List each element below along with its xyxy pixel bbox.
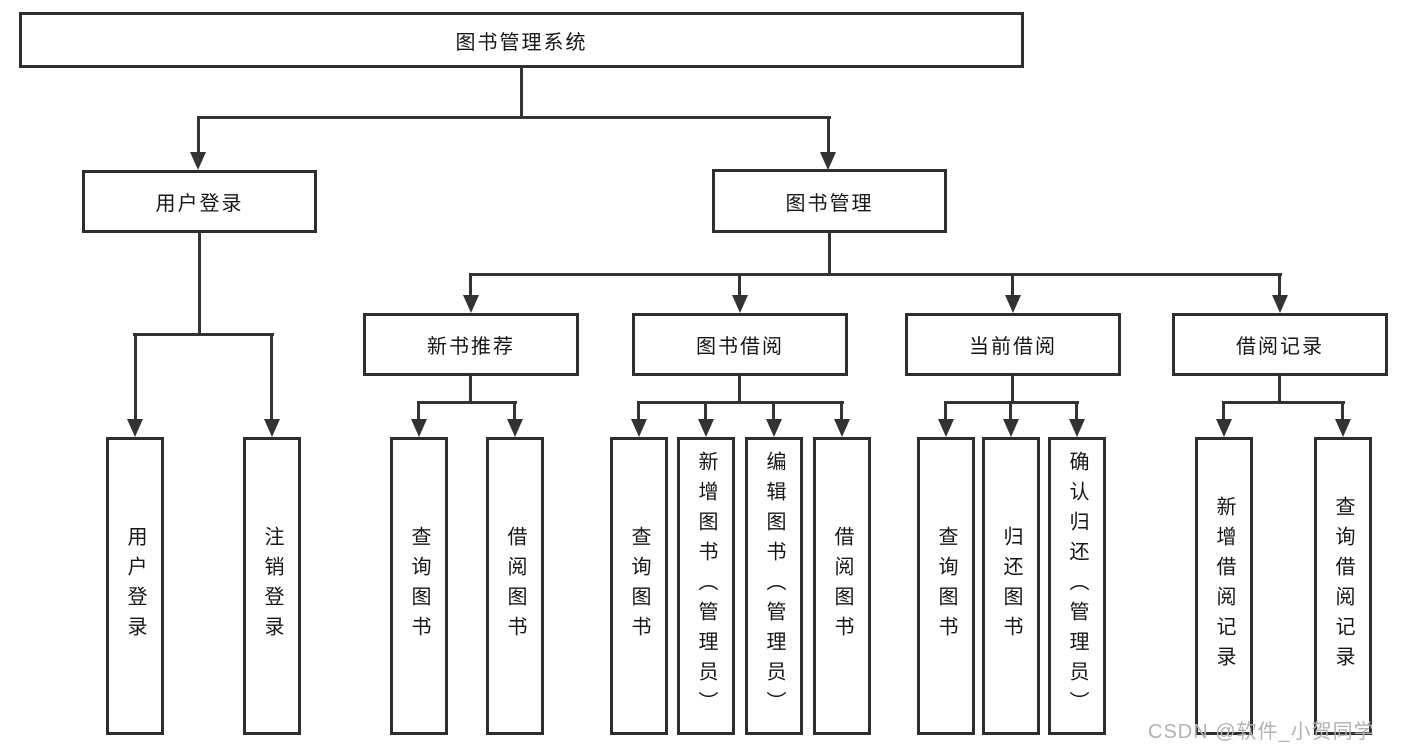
leaf-add-borrow-record: 新增借阅记录 [1195, 437, 1253, 735]
leaf-borrow-books-recommend: 借阅图书 [486, 437, 544, 735]
connector-level3-rail [469, 273, 1282, 276]
connector-drop [270, 333, 273, 421]
connector-drop [1011, 273, 1014, 297]
connector-drop [417, 401, 420, 421]
arrow-down-icon [1005, 295, 1021, 313]
connector-user-login-rail [133, 333, 274, 336]
connector-level2-rail [197, 116, 831, 119]
node-new-book-recommend: 新书推荐 [363, 313, 579, 376]
arrow-down-icon [631, 419, 647, 437]
arrow-down-icon [732, 295, 748, 313]
arrow-down-icon [1003, 419, 1019, 437]
connector-stem [738, 375, 741, 404]
connector-drop [738, 273, 741, 297]
leaf-query-books-borrowing: 查询图书 [610, 437, 668, 735]
connector-rail [1222, 401, 1345, 404]
connector-drop [469, 273, 472, 297]
arrow-down-icon [190, 152, 206, 170]
leaf-query-borrow-record: 查询借阅记录 [1314, 437, 1372, 735]
leaf-confirm-return-admin: 确认归还（管理员） [1048, 437, 1106, 735]
connector-drop [772, 401, 775, 421]
csdn-watermark: CSDN @软件_小贺同学 [1148, 721, 1375, 743]
arrow-down-icon [1335, 419, 1351, 437]
node-book-management: 图书管理 [712, 169, 947, 233]
arrow-down-icon [264, 419, 280, 437]
connector-drop [840, 401, 843, 421]
arrow-down-icon [820, 152, 836, 170]
connector-stem [1011, 375, 1014, 404]
connector-stem [469, 375, 472, 404]
connector-drop [1341, 401, 1344, 421]
arrow-down-icon [507, 419, 523, 437]
arrow-down-icon [1069, 419, 1085, 437]
arrow-down-icon [834, 419, 850, 437]
arrow-down-icon [127, 419, 143, 437]
node-current-borrowing: 当前借阅 [905, 313, 1121, 376]
connector-drop [637, 401, 640, 421]
node-user-login: 用户登录 [82, 170, 317, 233]
arrow-down-icon [938, 419, 954, 437]
connector-rail [637, 401, 844, 404]
arrow-down-icon [1272, 295, 1288, 313]
connector-drop [944, 401, 947, 421]
leaf-logout-login: 注销登录 [243, 437, 301, 735]
connector-drop [1075, 401, 1078, 421]
leaf-edit-book-admin: 编辑图书（管理员） [745, 437, 803, 735]
arrow-down-icon [766, 419, 782, 437]
arrow-down-icon [463, 295, 479, 313]
arrow-down-icon [411, 419, 427, 437]
leaf-query-books-current: 查询图书 [917, 437, 975, 735]
connector-drop [197, 116, 200, 154]
arrow-down-icon [698, 419, 714, 437]
connector-root-stem [520, 67, 523, 119]
connector-stem [1278, 375, 1281, 404]
leaf-borrow-books-borrowing: 借阅图书 [813, 437, 871, 735]
connector-user-login-stem [198, 232, 201, 336]
connector-book-mgmt-stem [828, 232, 831, 276]
leaf-user-login: 用户登录 [106, 437, 164, 735]
connector-drop [1278, 273, 1281, 297]
connector-drop [513, 401, 516, 421]
node-borrow-records: 借阅记录 [1172, 313, 1388, 376]
node-book-borrowing: 图书借阅 [632, 313, 848, 376]
leaf-add-book-admin: 新增图书（管理员） [677, 437, 735, 735]
connector-drop [134, 333, 137, 421]
arrow-down-icon [1216, 419, 1232, 437]
node-book-management-system: 图书管理系统 [19, 12, 1024, 68]
leaf-query-books-recommend: 查询图书 [390, 437, 448, 735]
connector-drop [827, 116, 830, 154]
connector-drop [1222, 401, 1225, 421]
connector-drop [1009, 401, 1012, 421]
connector-rail [417, 401, 517, 404]
leaf-return-books: 归还图书 [982, 437, 1040, 735]
connector-drop [704, 401, 707, 421]
